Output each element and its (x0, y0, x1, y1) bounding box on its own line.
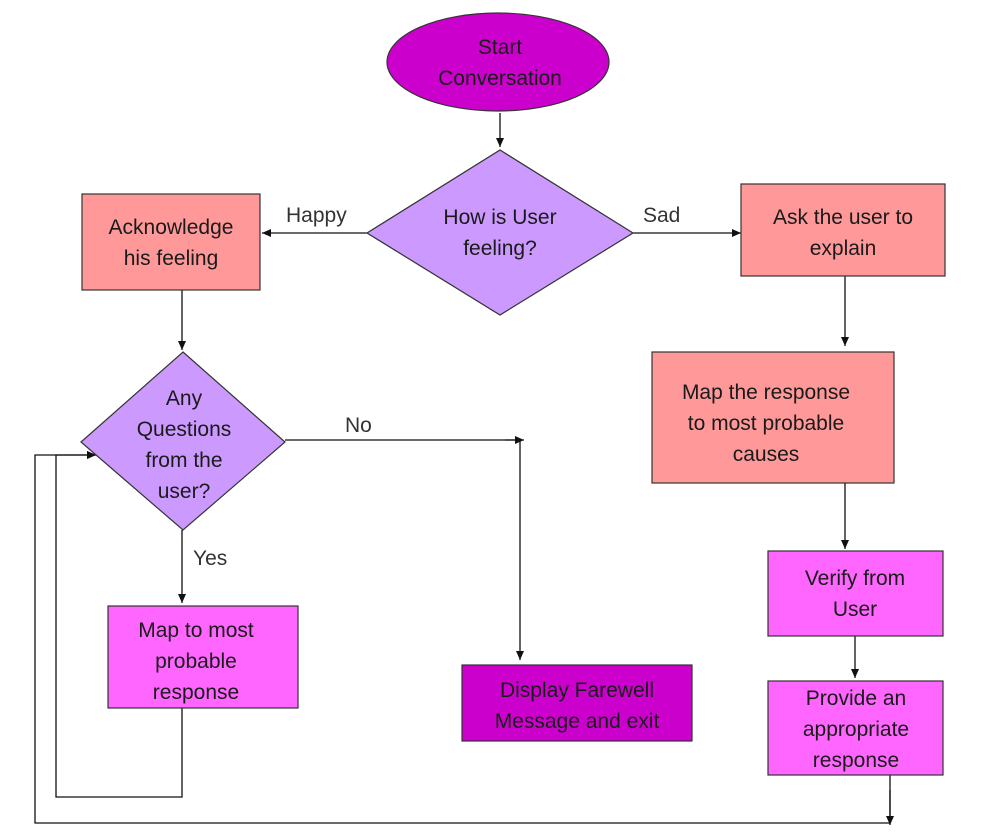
node-text-line: user? (158, 480, 211, 503)
node-acknowledge: Acknowledge his feeling (81, 193, 261, 291)
questions-decision (80, 351, 286, 531)
edges (34, 113, 894, 825)
ask-explain-text: Ask the user to explain (773, 206, 913, 260)
node-text-line: feeling? (463, 237, 537, 260)
feeling-question-text: How is User feeling? (443, 206, 556, 260)
node-text-line: Questions (137, 418, 232, 441)
node-text-line: Verify from (805, 567, 905, 590)
node-ask-explain: Ask the user to explain (740, 183, 946, 277)
node-feeling-question: How is User feeling? (365, 149, 635, 316)
acknowledge-text: Acknowledge his feeling (109, 216, 234, 270)
node-text-line: Start (478, 36, 523, 59)
node-map-response: Map to most probable response (107, 605, 299, 709)
node-text-line: Provide an (806, 687, 906, 710)
map-causes-box (651, 351, 895, 484)
verify-box (767, 550, 944, 637)
edge-no (285, 439, 524, 660)
label-sad: Sad (643, 204, 680, 227)
node-text-line: causes (733, 443, 800, 466)
provide-text: Provide an appropriate response (803, 687, 909, 772)
node-text-line: response (813, 749, 899, 772)
map-response-text: Map to most probable response (138, 619, 254, 704)
acknowledge-box (81, 193, 261, 291)
node-text-line: appropriate (803, 718, 909, 741)
node-text-line: Display Farewell (500, 679, 654, 702)
node-text-line: Message and exit (495, 710, 660, 733)
label-no: No (345, 414, 372, 437)
provide-box (767, 680, 944, 776)
node-text-line: probable (155, 650, 237, 673)
node-text-line: How is User (443, 206, 556, 229)
node-text-line: his feeling (124, 247, 219, 270)
node-text-line: to most probable (688, 412, 844, 435)
ask-explain-box (740, 183, 946, 277)
node-text-line: Any (166, 387, 203, 410)
node-text-line: Conversation (438, 67, 562, 90)
node-text-line: response (153, 681, 239, 704)
start-terminator (386, 12, 610, 112)
label-yes: Yes (193, 547, 227, 570)
edge-labels: Happy Sad No Yes (193, 204, 680, 570)
node-text-line: User (833, 598, 877, 621)
node-map-causes: Map the response to most probable causes (651, 351, 895, 484)
node-provide: Provide an appropriate response (767, 680, 944, 776)
node-text-line: Ask the user to (773, 206, 913, 229)
node-text-line: Map to most (138, 619, 254, 642)
map-response-box (107, 605, 299, 709)
map-causes-text: Map the response to most probable causes (682, 381, 850, 466)
label-happy: Happy (286, 204, 347, 227)
node-text-line: explain (810, 237, 877, 260)
farewell-box (461, 664, 693, 742)
feeling-decision (365, 149, 635, 316)
node-text-line: Map the response (682, 381, 850, 404)
node-text-line: from the (145, 449, 222, 472)
node-text-line: Acknowledge (109, 216, 234, 239)
